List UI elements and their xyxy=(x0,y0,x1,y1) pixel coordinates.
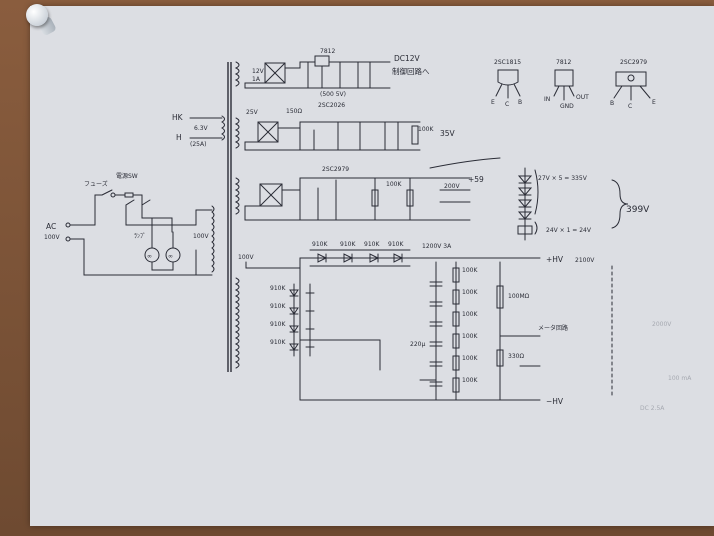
lamp-note: ﾗﾝﾌﾟ xyxy=(134,233,146,240)
svg-text:200V: 200V xyxy=(444,183,460,190)
svg-text:25V: 25V xyxy=(246,109,259,116)
h-label: H xyxy=(176,133,182,142)
plus59-label: +59 xyxy=(468,175,484,184)
transistor-2sc2026-label: 2SC2026 xyxy=(318,102,345,109)
rectifier-rating: 1200V 3A xyxy=(422,243,452,250)
heater-section: HK H 6.3V (25A) xyxy=(172,113,225,148)
transistor-2sc2979-label: 2SC2979 xyxy=(322,166,349,173)
primary-winding xyxy=(211,205,215,273)
zener-bottom-label: 24V × 1 = 24V xyxy=(546,227,592,234)
hk-label: HK xyxy=(172,113,184,122)
svg-text:150Ω: 150Ω xyxy=(286,108,302,115)
meter-circuit-label: メータ回路 xyxy=(538,324,568,332)
pin-label-in: IN xyxy=(544,96,550,103)
control-circuit-label: 制御回路へ xyxy=(392,66,430,76)
bleeder-resistor-2: 100K xyxy=(462,289,478,296)
v35-label: 35V xyxy=(440,129,456,138)
bleeder-resistor-5: 100K xyxy=(462,355,478,362)
hv-supply: 100V 910K 910K 910K 910K 1200V 3A +HV 21… xyxy=(234,241,613,406)
bleeder-resistor-3: 100K xyxy=(462,311,478,318)
divider-resistor-1: 910K xyxy=(312,241,328,248)
bleeder-resistor-1: 100K xyxy=(462,267,478,274)
pin-label-b1: B xyxy=(518,99,522,106)
faint-note-3: DC 2.5A xyxy=(640,405,665,412)
svg-text:1A: 1A xyxy=(252,76,261,83)
minus-hv-label: −HV xyxy=(546,397,564,406)
pin-label-c3: C xyxy=(628,103,632,110)
pin-label-out: OUT xyxy=(576,94,589,101)
pin-label-c1: C xyxy=(505,101,509,108)
fuse-label: フューズ xyxy=(84,180,108,188)
heater-current: (25A) xyxy=(190,141,206,148)
divider-resistor-4: 910K xyxy=(388,241,404,248)
zener-top-label: 27V × 5 = 335V xyxy=(538,175,588,182)
pin-label-e1: E xyxy=(491,99,495,106)
svg-text:(500 5V): (500 5V) xyxy=(320,91,346,98)
hv-voltage-label: 2100V xyxy=(575,257,595,264)
ladder-resistor-b: 910K xyxy=(270,303,286,310)
ac-100v-label: 100V xyxy=(44,234,60,241)
supply-59v: 2SC2979 +59 100K 200V xyxy=(234,157,501,221)
heater-voltage: 6.3V xyxy=(194,125,209,132)
primary-100v-label: 100V xyxy=(193,233,209,240)
zener-stack: 27V × 5 = 335V 24V × 1 = 24V 399V xyxy=(517,167,650,241)
svg-text:12V: 12V xyxy=(252,68,265,75)
hv-primary-label: 100V xyxy=(238,254,254,261)
svg-text:∞: ∞ xyxy=(168,253,173,260)
pinout-2sc2979-title: 2SC2979 xyxy=(620,59,647,66)
pinout-7812-title: 7812 xyxy=(556,59,571,66)
faint-note-1: 2000V xyxy=(652,321,672,328)
ac-label: AC xyxy=(46,222,56,231)
pin-label-gnd: GND xyxy=(560,103,574,110)
erased-notes: 2000V 100 mA DC 2.5A xyxy=(640,321,692,412)
capacitor-value: 220μ xyxy=(410,341,425,348)
plus-hv-label: +HV xyxy=(546,255,564,264)
pinout-2sc1815-title: 2SC1815 xyxy=(494,59,521,66)
svg-text:100K: 100K xyxy=(418,126,434,133)
dc12v-label: DC12V xyxy=(394,54,421,63)
pushpin-icon xyxy=(26,4,48,26)
component-pinouts: 2SC1815 E C B 7812 IN GND OUT 2SC2979 B … xyxy=(491,59,656,110)
supply-12v: 12V 1A 7812 DC12V 制御回路へ (500 5V) xyxy=(234,48,430,98)
ladder-resistor-d: 910K xyxy=(270,339,286,346)
shunt-resistor-label: 330Ω xyxy=(508,353,524,360)
pin-label-e3: E xyxy=(652,99,656,106)
svg-text:100K: 100K xyxy=(386,181,402,188)
main-switch-label: 電源SW xyxy=(116,172,138,180)
faint-note-2: 100 mA xyxy=(668,375,692,382)
ladder-resistor-a: 910K xyxy=(270,285,286,292)
ladder-resistor-c: 910K xyxy=(270,321,286,328)
divider-resistor-3: 910K xyxy=(364,241,380,248)
svg-text:∞: ∞ xyxy=(147,253,152,260)
v399-label: 399V xyxy=(626,205,650,215)
regulator-label: 7812 xyxy=(320,48,335,55)
pin-label-b3: B xyxy=(610,100,614,107)
bleeder-resistor-4: 100K xyxy=(462,333,478,340)
divider-100m-label: 100MΩ xyxy=(508,293,530,300)
supply-35v: 2SC2026 35V 25V 150Ω 100K xyxy=(234,102,456,151)
ac-input-section: ∞ ∞ AC 100V フューズ 電源SW 100V ﾗﾝﾌﾟ xyxy=(44,172,213,276)
bleeder-resistor-6: 100K xyxy=(462,377,478,384)
divider-resistor-2: 910K xyxy=(340,241,356,248)
